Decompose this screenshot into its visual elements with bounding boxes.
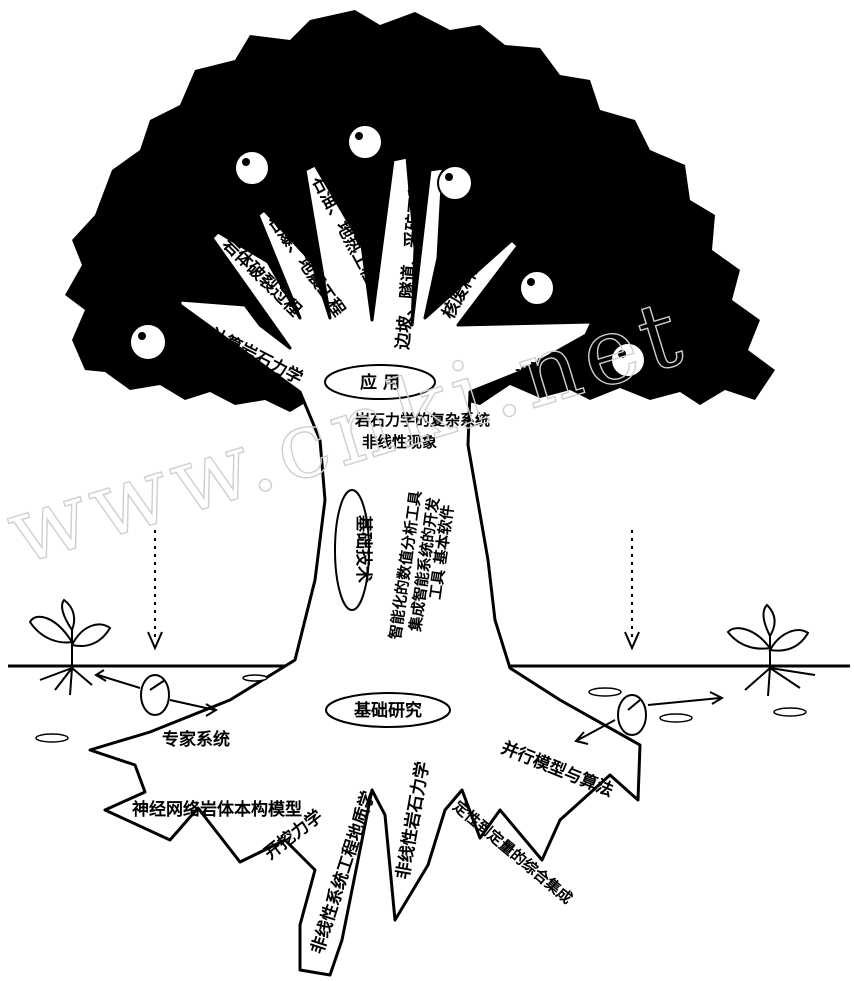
foundation-tech-label: 基础技术 (353, 514, 374, 583)
basic-research-label: 基础研究 (353, 700, 422, 721)
fruit-icon (235, 151, 269, 185)
fruit-icon (348, 125, 382, 159)
fruit-icon (130, 324, 166, 360)
right-falling-seed (576, 530, 722, 744)
fruit-icon (520, 271, 554, 305)
root-label: 神经网络岩体本构模型 (132, 799, 302, 820)
fruit-icon (438, 166, 472, 200)
left-seedling (30, 600, 110, 695)
right-seedling (728, 605, 815, 696)
root-label: 专家系统 (162, 729, 230, 750)
basic-research-badge: 基础研究 (326, 693, 450, 727)
